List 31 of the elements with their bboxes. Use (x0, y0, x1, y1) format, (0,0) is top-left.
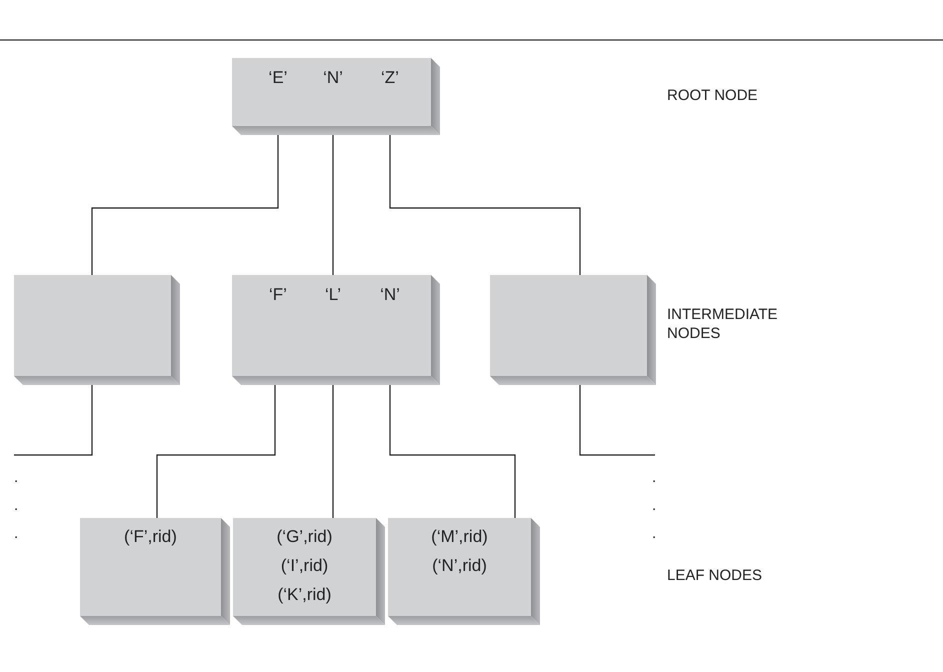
ellipsis-dot: . (652, 468, 658, 487)
index-entry: (‘G’,rid) (276, 527, 334, 547)
empty-node-box (490, 275, 656, 385)
index-entry: (‘N’,rid) (431, 556, 488, 576)
key-value: ‘F’ (269, 285, 287, 305)
index-entry: (‘I’,rid) (280, 556, 330, 576)
level-label: INTERMEDIATE NODES (667, 305, 779, 343)
key-value: ‘Z’ (381, 68, 399, 88)
tree-connector (91, 135, 279, 275)
level-label: LEAF NODES (667, 566, 764, 585)
index-entry: (‘K’,rid) (276, 585, 332, 605)
index-entry: (‘F’,rid) (123, 527, 178, 547)
tree-connector (156, 385, 276, 518)
tree-connector (389, 385, 516, 518)
ellipsis-dot: . (14, 468, 20, 487)
key-value: ‘E’ (268, 68, 288, 88)
ellipsis-dot: . (14, 524, 20, 543)
tree-connector (332, 385, 334, 518)
ellipsis-dot: . (652, 496, 658, 515)
dangling-connector (14, 385, 93, 456)
key-value: ‘L’ (324, 285, 342, 305)
empty-node-box (14, 275, 180, 385)
key-value: ‘N’ (380, 285, 400, 305)
tree-connector (389, 135, 581, 275)
ellipsis-dot: . (14, 496, 20, 515)
level-label: ROOT NODE (667, 86, 759, 105)
dangling-connector (579, 385, 655, 456)
key-value: ‘N’ (323, 68, 343, 88)
ellipsis-dot: . (652, 524, 658, 543)
tree-connector (332, 135, 334, 275)
index-entry: (‘M’,rid) (430, 527, 489, 547)
